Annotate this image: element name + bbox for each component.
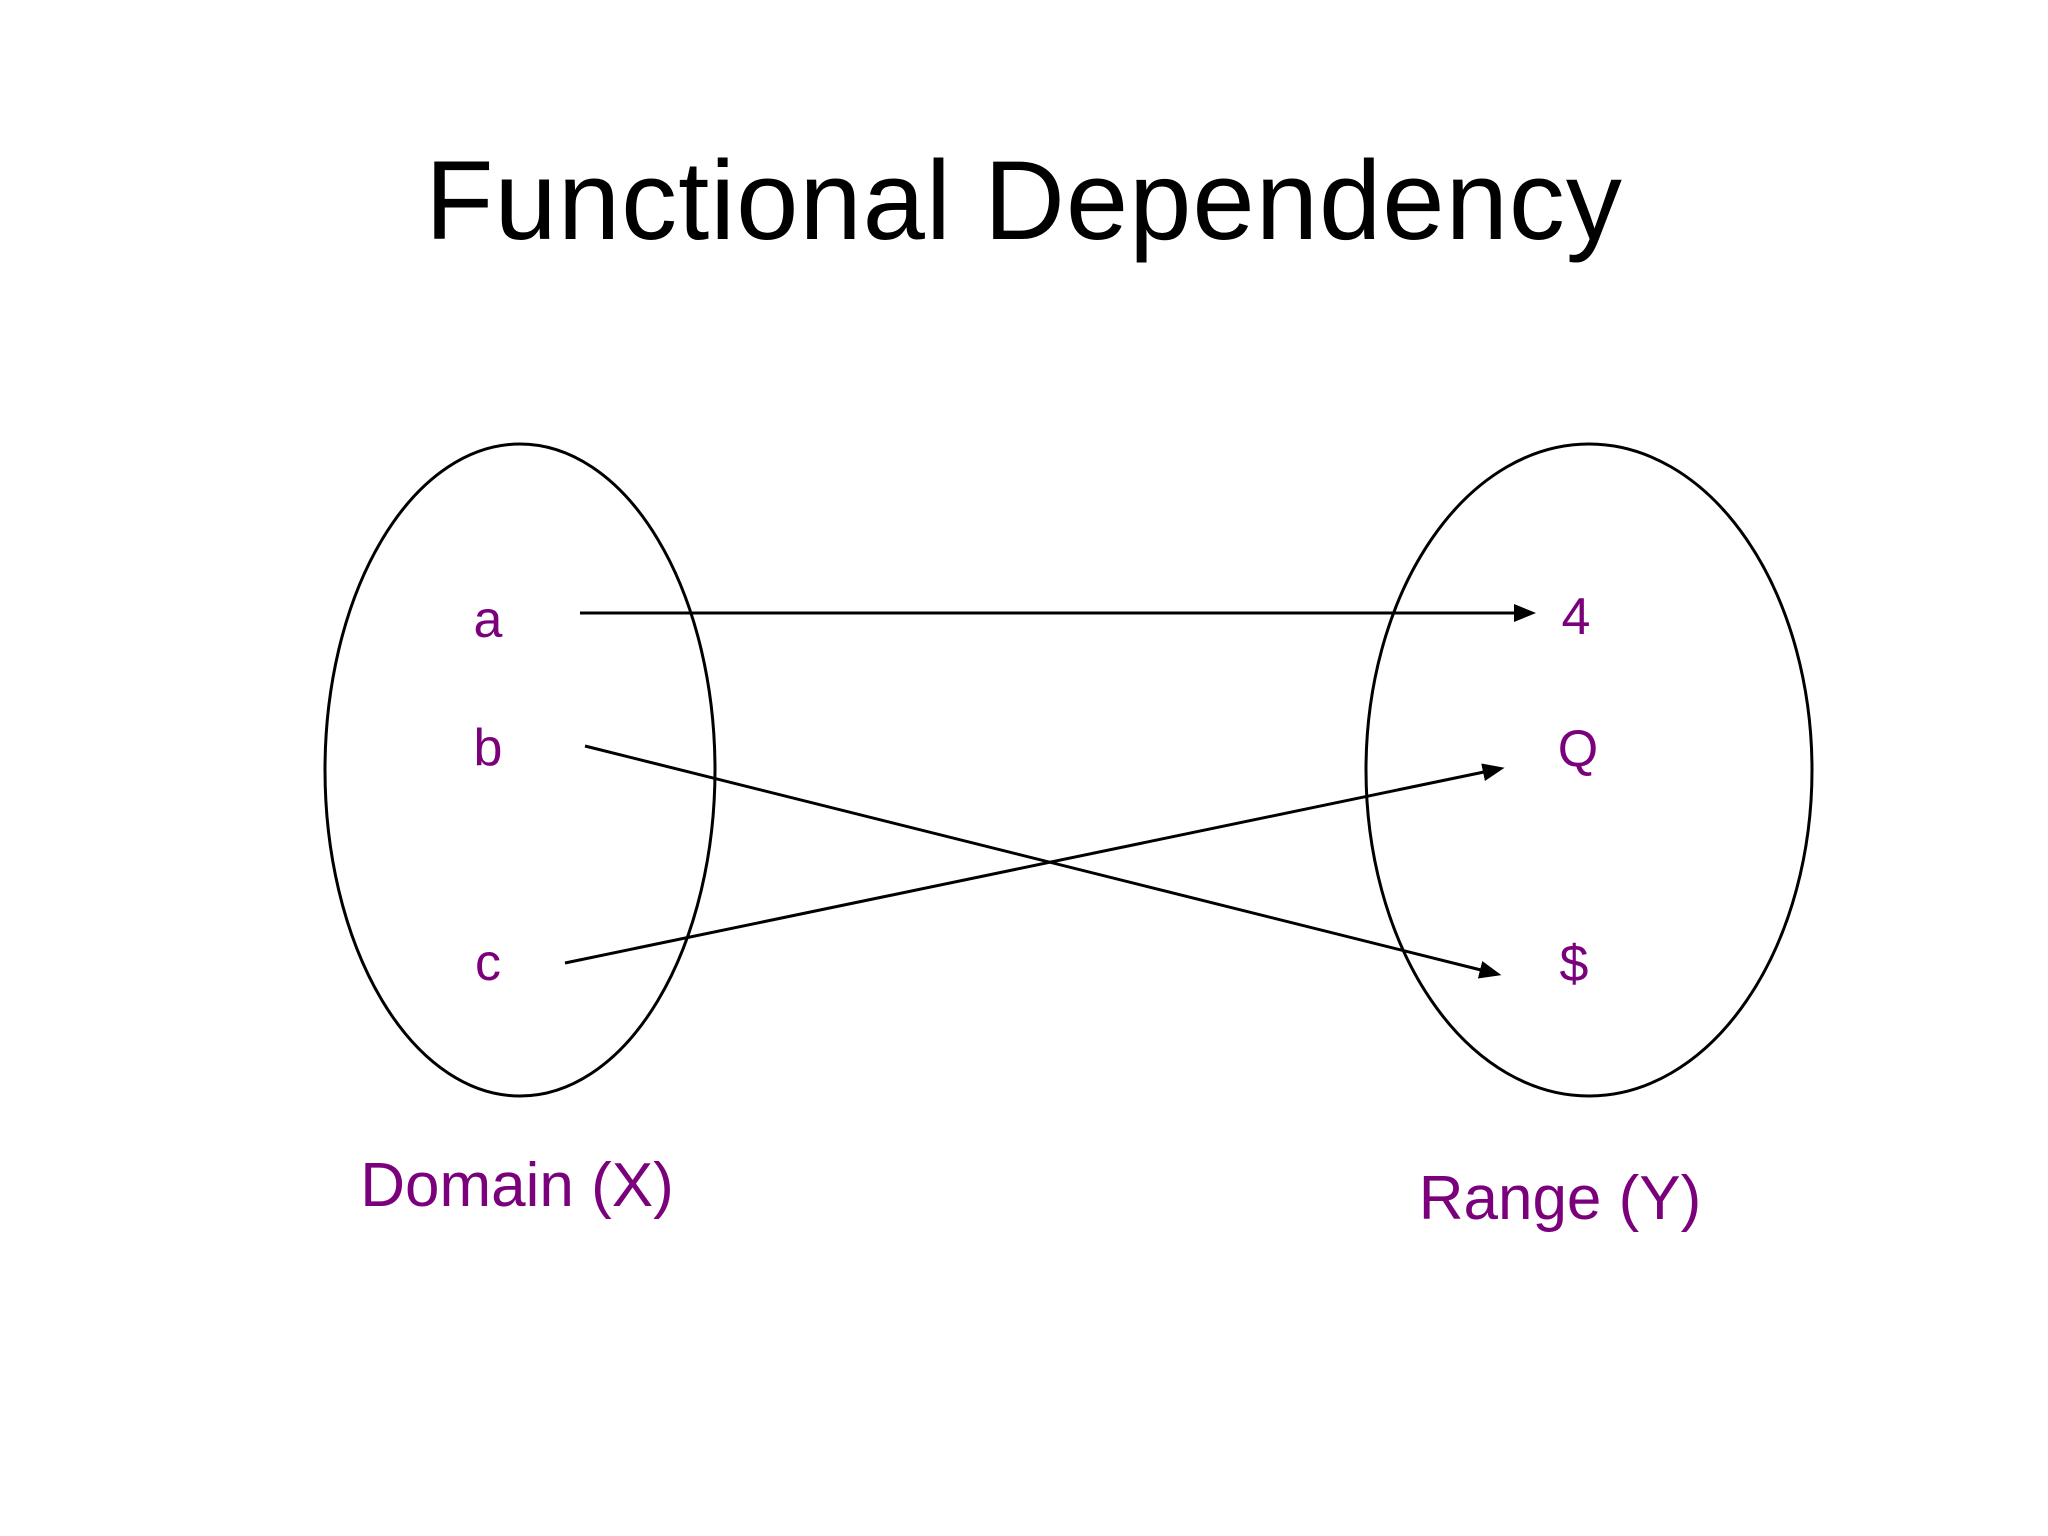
domain-element-a: a: [473, 591, 503, 649]
domain-ellipse: [323, 442, 717, 1098]
range-element-Q: Q: [1557, 720, 1599, 778]
arrow-c-to-Q: [564, 763, 1505, 965]
range-element-4: 4: [1561, 588, 1591, 646]
range-set-label: Range (Y): [1418, 1164, 1702, 1233]
domain-set-label: Domain (X): [360, 1151, 674, 1220]
range-ellipse: [1364, 442, 1814, 1098]
page-title: Functional Dependency: [425, 138, 1623, 263]
arrow-b-to-dollar: [584, 744, 1502, 979]
domain-element-b: b: [473, 719, 503, 777]
domain-element-c: c: [475, 934, 501, 992]
range-element-dollar: $: [1559, 935, 1589, 993]
